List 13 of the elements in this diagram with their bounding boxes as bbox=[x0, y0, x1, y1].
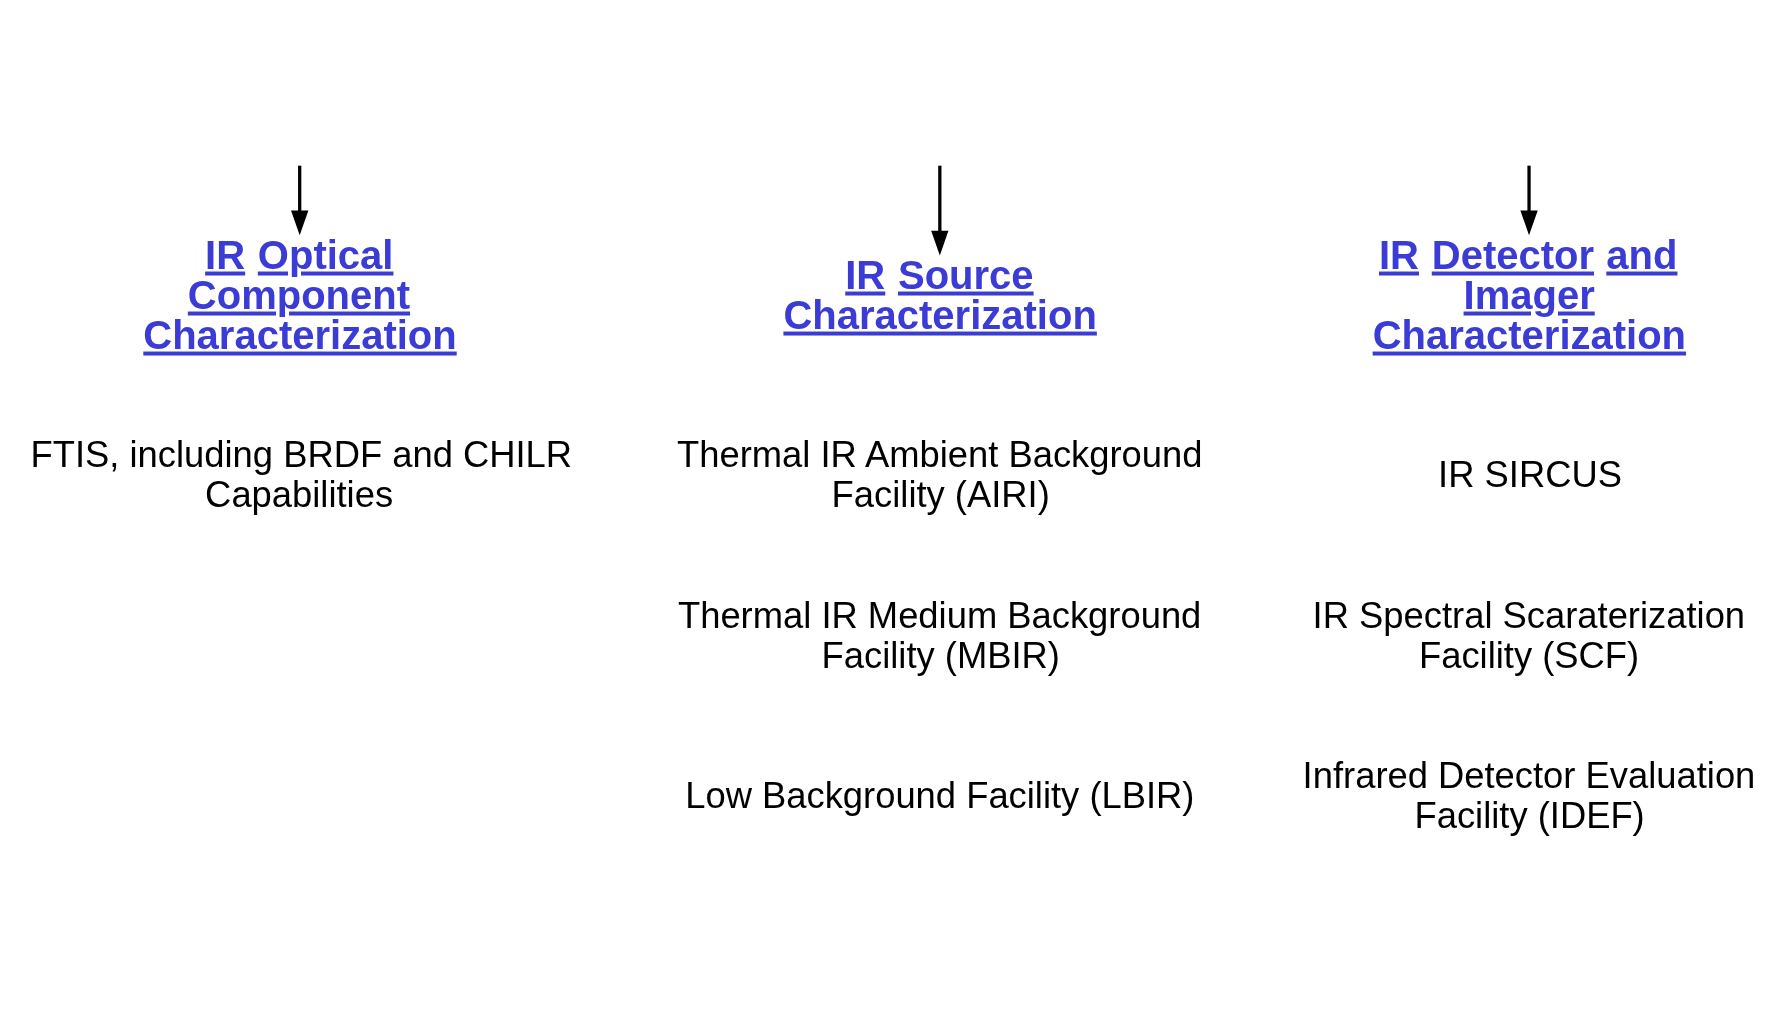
label: IR Spectral Scaraterization Facility (SCF) bbox=[1312, 594, 1746, 676]
arrow bbox=[291, 165, 309, 235]
label: Infrared Detector Evaluation Facility (IDEF) bbox=[1302, 754, 1756, 836]
label: Thermal IR Ambient Background Facility (AIRI) bbox=[677, 433, 1203, 515]
node-text: IR Source Characterization bbox=[783, 252, 1097, 337]
label: Thermal IR Medium Background Facility (MBIR) bbox=[677, 594, 1202, 676]
arrow bbox=[931, 165, 949, 255]
node-text: IR Optical Component Characterization bbox=[143, 232, 457, 357]
node-text: IR Detector and Imager Characterization bbox=[1372, 232, 1687, 357]
label: FTIS, including BRDF and CHILR Capabilities bbox=[30, 433, 573, 515]
arrow bbox=[1520, 165, 1538, 235]
label: Low Background Facility (LBIR) bbox=[685, 774, 1195, 816]
label: IR SIRCUS bbox=[1438, 453, 1622, 495]
